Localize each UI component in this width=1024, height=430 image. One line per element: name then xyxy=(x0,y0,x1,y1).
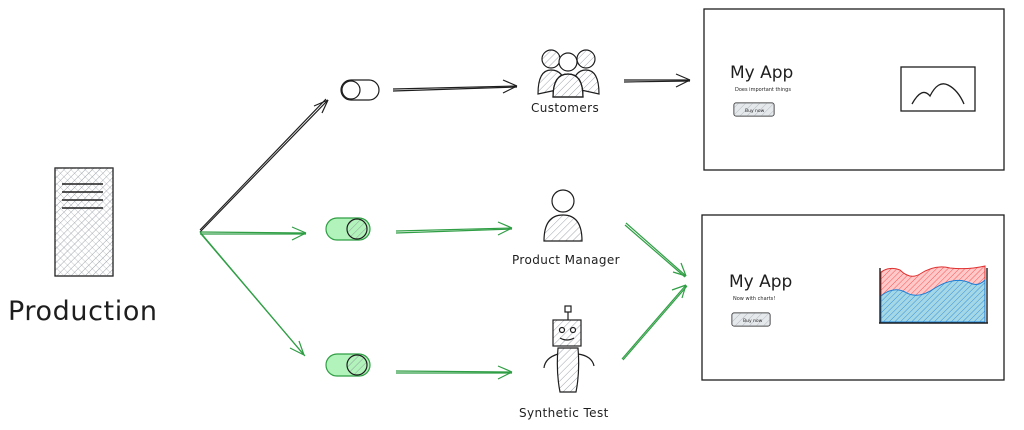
robot-icon xyxy=(543,305,595,393)
app-new-buy-label: Buy now xyxy=(743,318,763,324)
app-new-subtitle: Now with charts! xyxy=(733,296,775,302)
area-chart-icon xyxy=(879,265,988,324)
app-new-title: My App xyxy=(729,272,792,292)
app-old-subtitle: Does important things xyxy=(735,87,791,93)
image-placeholder-icon xyxy=(900,66,976,112)
arrow-production-to-toggle-3 xyxy=(199,231,306,357)
arrow-synthetic-test-to-app xyxy=(621,284,688,361)
customers-group-icon xyxy=(537,49,600,98)
arrow-production-to-toggle-2 xyxy=(199,226,307,241)
app-old-buy-button[interactable]: Buy now xyxy=(733,102,775,117)
production-server-icon xyxy=(54,167,114,277)
product-manager-label: Product Manager xyxy=(512,253,620,267)
synthetic-test-label: Synthetic Test xyxy=(519,406,609,420)
arrow-production-to-toggle-1 xyxy=(199,98,329,233)
production-label: Production xyxy=(8,296,158,327)
app-new-buy-button[interactable]: Buy now xyxy=(731,312,771,327)
product-manager-icon xyxy=(543,189,583,242)
arrow-customers-to-app xyxy=(623,73,691,88)
arrow-product-manager-to-app xyxy=(624,222,687,278)
app-window-new: My App Now with charts! Buy now xyxy=(701,214,1005,381)
customers-label: Customers xyxy=(531,101,599,115)
app-old-buy-label: Buy now xyxy=(745,108,765,114)
toggle-on-icon[interactable] xyxy=(325,353,371,377)
toggle-on-icon[interactable] xyxy=(325,217,371,241)
app-window-old: My App Does important things Buy now xyxy=(703,8,1005,171)
toggle-off-icon[interactable] xyxy=(340,79,380,101)
arrow-toggle-to-product-manager xyxy=(395,221,513,236)
arrow-toggle-to-synthetic-test xyxy=(395,365,513,380)
app-old-title: My App xyxy=(730,63,793,83)
arrow-toggle-to-customers xyxy=(392,79,518,94)
